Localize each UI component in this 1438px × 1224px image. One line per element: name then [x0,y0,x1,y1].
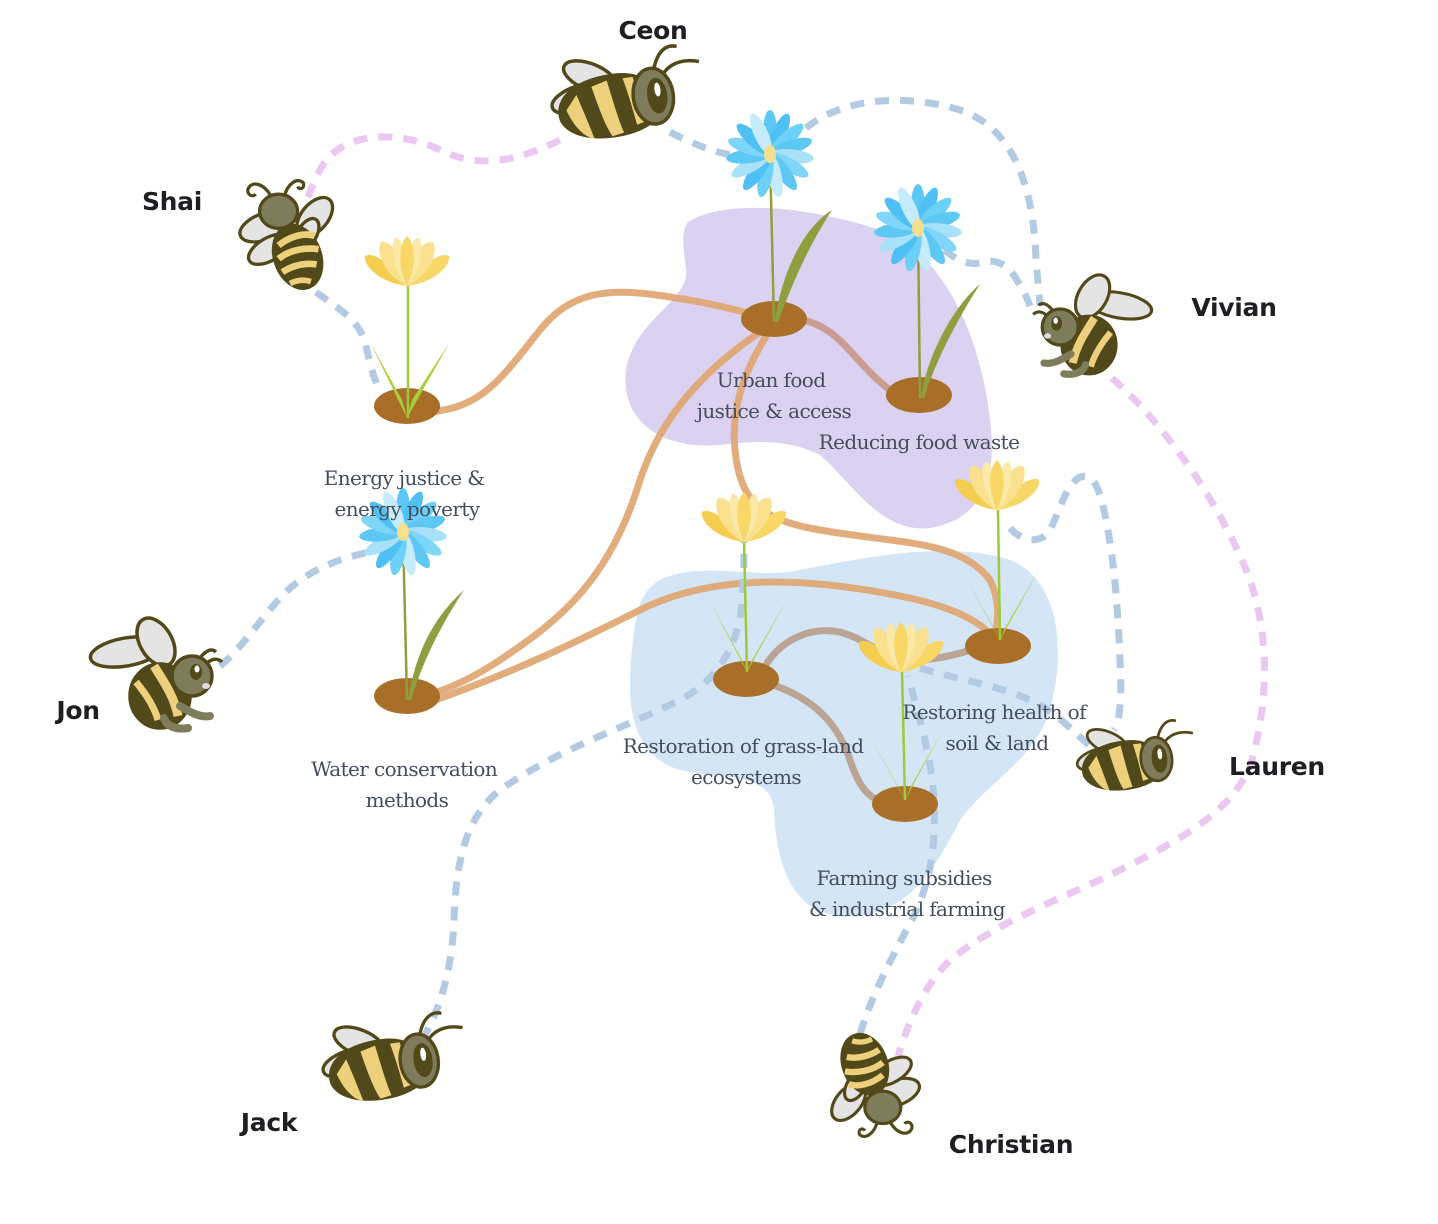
topic-waste[interactable] [873,184,980,413]
leaf-icon [408,590,464,700]
topic-label-water: Water conservation methods [311,757,503,812]
bee-name-christian: Christian [949,1130,1073,1159]
yellow-flower-icon [701,492,787,542]
region-land [629,551,1058,917]
topic-urban[interactable] [725,110,832,337]
topic-label-farm: Farming subsidies & industrial farming [809,866,1006,921]
topic-grass[interactable] [701,492,788,697]
topic-label-grass: Restoration of grass-land ecosystems [623,734,870,789]
bee-icon [825,1028,923,1136]
bee-jon[interactable]: Jon [54,611,222,728]
topic-label-energy: Energy justice & energy poverty [324,466,490,521]
roots-layer [416,288,1002,808]
leaf-left-icon [864,726,905,800]
root-urban-water [426,318,779,698]
leaf-right-icon [407,342,450,418]
leaf-icon [775,210,832,322]
topic-soil[interactable] [954,460,1040,664]
bee-name-vivian: Vivian [1191,293,1276,322]
leaf-right-icon [1000,568,1040,640]
flight-path-jack-grass [418,539,748,1042]
topic-label-soil: Restoring health of soil & land [902,700,1091,755]
topic-water[interactable] [358,488,464,714]
bee-icon [1033,269,1153,374]
root-energy-urban [416,288,779,416]
flight-path-urban-vivian [803,96,1044,307]
bee-vivian[interactable]: Vivian [1033,269,1277,374]
bee-lauren[interactable]: Lauren [1070,712,1325,796]
bee-name-shai: Shai [142,187,202,216]
soil-mound [965,628,1031,664]
bee-name-lauren: Lauren [1229,752,1325,781]
flower-stem [742,539,749,673]
root-water-soil [426,578,1000,706]
flight-paths-layer [217,96,1268,1058]
yellow-flower-icon [364,236,450,286]
topic-farm[interactable] [858,622,944,822]
flight-path-shai-energy [313,289,384,392]
flight-path-soil-lauren [1007,472,1125,732]
flight-path-waste-vivian [941,247,1034,308]
leaf-icon [921,284,980,398]
bee-shai[interactable]: Shai [142,181,340,295]
topic-energy[interactable] [364,236,450,424]
flower-stem [996,509,1002,641]
bee-icon [1070,712,1200,796]
bee-ceon[interactable]: Ceon [541,16,710,147]
bee-icon [541,34,710,147]
leaf-left-icon [370,342,407,418]
topic-label-waste: Reducing food waste [819,430,1020,454]
bee-name-jon: Jon [54,696,99,725]
topic-label-urban: Urban food justice & access [695,368,852,423]
bee-icon [236,181,340,295]
leaf-left-icon [960,568,1000,640]
flight-path-christian-farm [856,675,938,1035]
region-food [625,207,992,529]
bee-jack[interactable]: Jack [239,1002,473,1137]
bee-icon [312,1002,473,1108]
root-urban-soil [730,318,1002,634]
leaf-right-icon [905,728,944,800]
root-grass-farm [766,680,894,808]
soil-mound [872,786,938,822]
flight-path-ceon-shai [300,133,562,213]
leaf-left-icon [708,598,747,672]
flight-path-vivian-christian [894,375,1268,1058]
bee-icon [88,611,222,728]
bee-name-ceon: Ceon [618,16,687,45]
leaf-right-icon [747,598,788,672]
soil-mound [713,661,779,697]
bee-christian[interactable]: Christian [825,1028,1074,1159]
flight-path-jon-water [217,548,371,669]
flight-path-farm-lauren [918,664,1093,749]
bee-name-jack: Jack [239,1108,299,1137]
flower-stem [900,669,907,801]
